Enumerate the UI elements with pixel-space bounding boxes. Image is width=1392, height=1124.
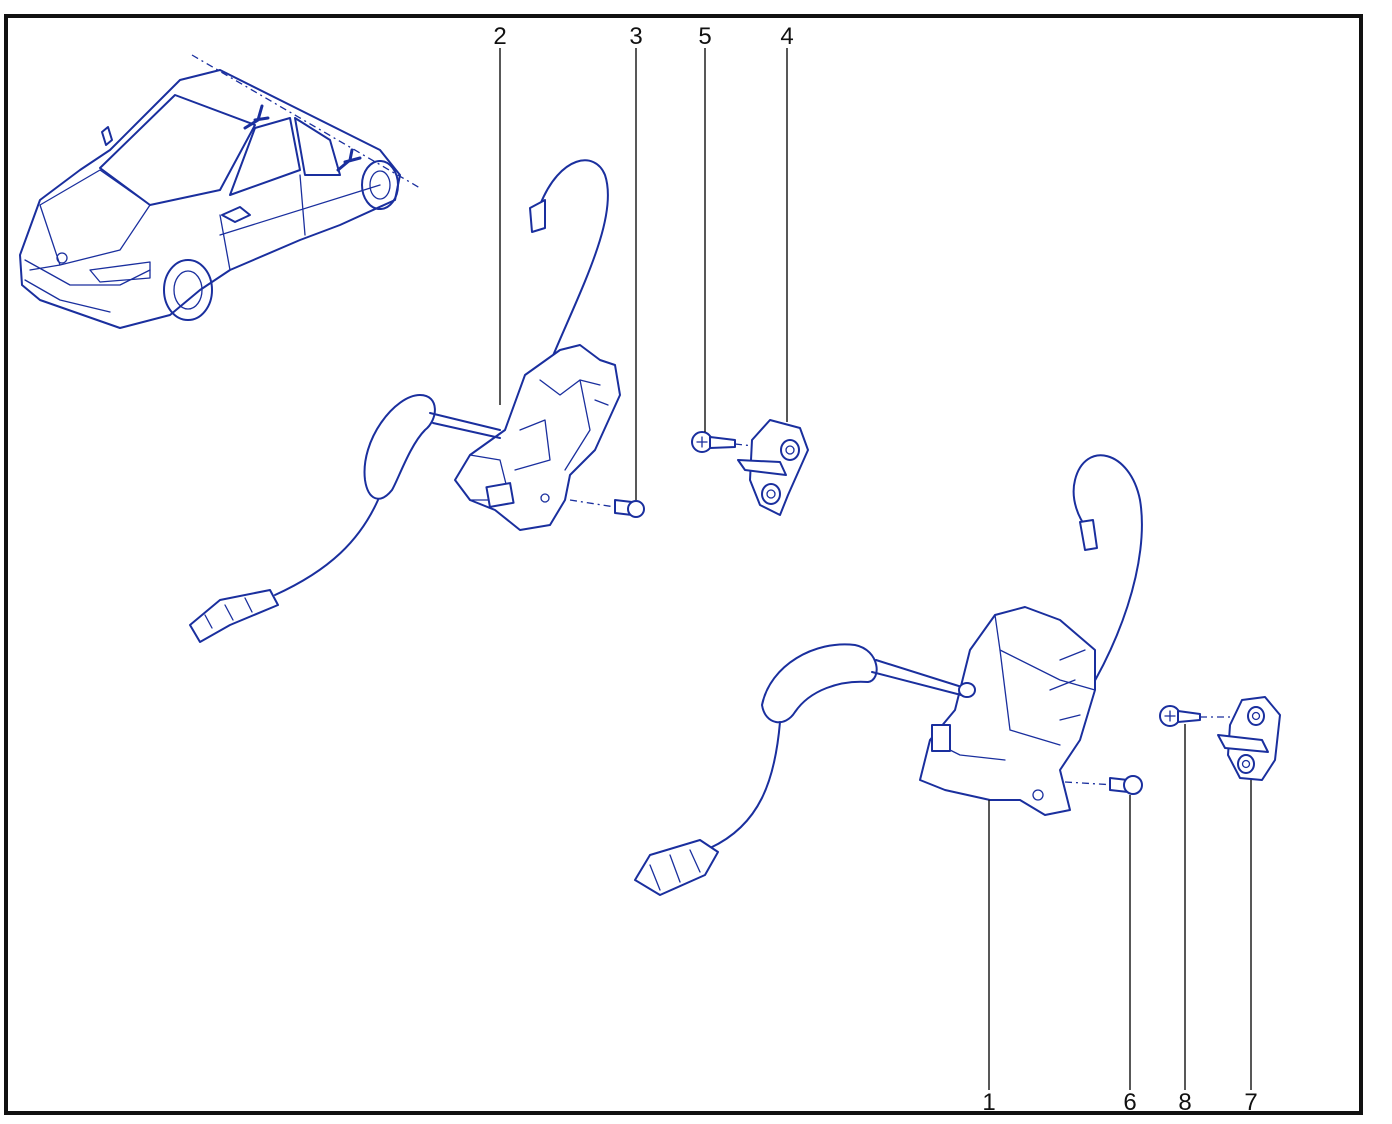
callout-6: 6 (1123, 1089, 1136, 1116)
callout-labels: 2 3 5 4 1 6 8 7 (493, 23, 1257, 1116)
callout-8: 8 (1178, 1089, 1191, 1116)
callout-3: 3 (629, 23, 642, 50)
leader-lines (499, 48, 1252, 1090)
car-illustration (19, 54, 421, 329)
upper-striker-assembly (691, 419, 809, 516)
left-door-lock-assembly (189, 159, 645, 643)
callout-1: 1 (982, 1089, 995, 1116)
callout-4: 4 (780, 23, 793, 50)
callout-7: 7 (1244, 1089, 1257, 1116)
callout-2: 2 (493, 23, 506, 50)
diagram-frame (4, 14, 1363, 1115)
callout-5: 5 (698, 23, 711, 50)
lower-striker-assembly (1159, 696, 1281, 781)
right-door-lock-assembly (634, 454, 1143, 896)
